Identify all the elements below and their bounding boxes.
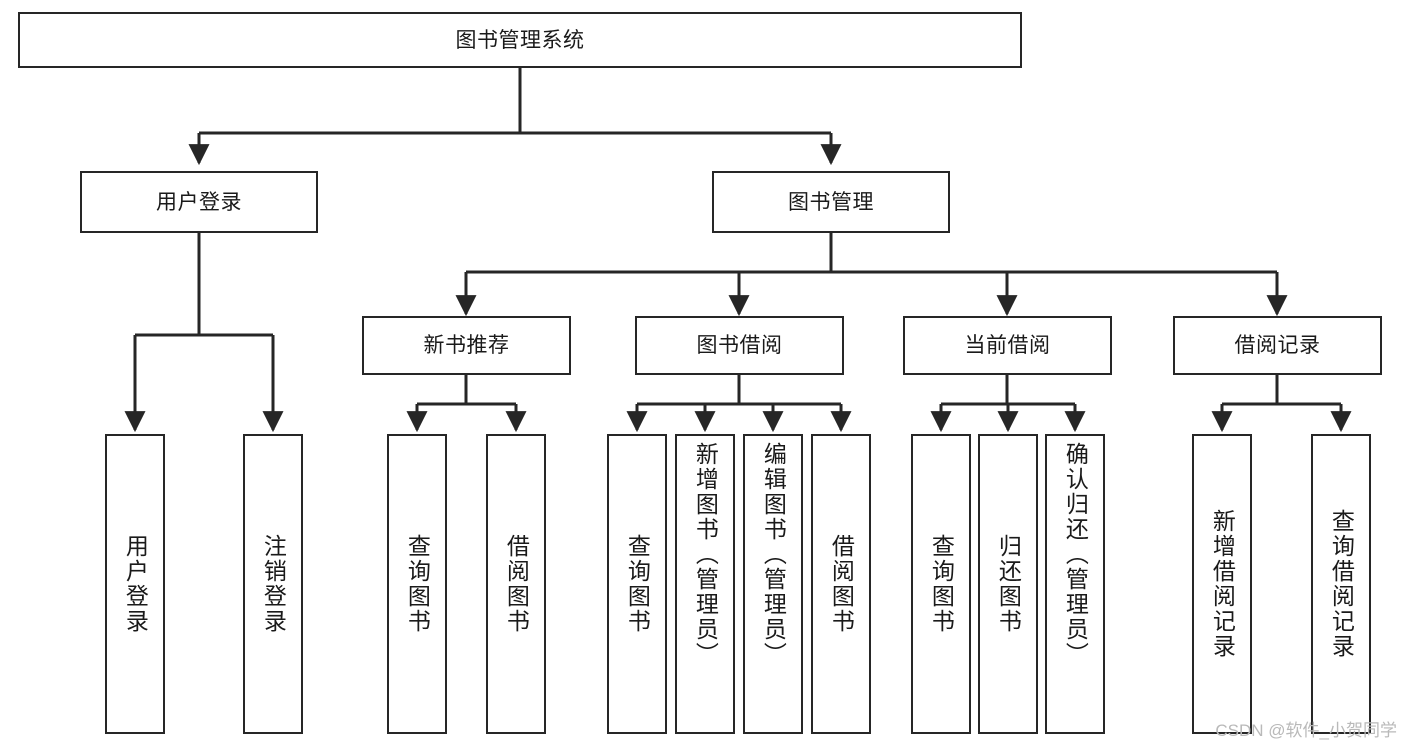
leaf-record-add-record[interactable]: 新增借阅记录 xyxy=(1192,434,1252,734)
leaf-record-query-record[interactable]: 查询借阅记录 xyxy=(1311,434,1371,734)
node-root-system-label: 图书管理系统 xyxy=(455,28,585,52)
leaf-borrow-edit-book[interactable]: 编辑图书（管理员） xyxy=(743,434,803,734)
node-book-management-label: 图书管理 xyxy=(788,190,874,214)
leaf-borrow-add-book-label: 新增图书（管理员） xyxy=(692,442,719,667)
leaf-current-return-book[interactable]: 归还图书 xyxy=(978,434,1038,734)
leaf-borrow-query-book-label: 查询图书 xyxy=(624,534,651,634)
leaf-current-query-book-label: 查询图书 xyxy=(928,534,955,634)
node-current-borrow[interactable]: 当前借阅 xyxy=(903,316,1112,375)
leaf-current-confirm-return[interactable]: 确认归还（管理员） xyxy=(1045,434,1105,734)
node-book-borrow-label: 图书借阅 xyxy=(696,334,783,357)
leaf-record-query-record-label: 查询借阅记录 xyxy=(1328,509,1355,659)
node-user-login-label: 用户登录 xyxy=(156,190,242,214)
leaf-user-login-logout[interactable]: 注销登录 xyxy=(243,434,303,734)
csdn-watermark: CSDN @软件_小贺同学 xyxy=(1215,721,1397,740)
leaf-current-confirm-return-label: 确认归还（管理员） xyxy=(1062,442,1089,667)
leaf-current-return-book-label: 归还图书 xyxy=(995,534,1022,634)
node-borrow-record[interactable]: 借阅记录 xyxy=(1173,316,1382,375)
leaf-recommend-query-book-label: 查询图书 xyxy=(404,534,431,634)
leaf-user-login-logout-label: 注销登录 xyxy=(260,534,287,634)
leaf-borrow-add-book[interactable]: 新增图书（管理员） xyxy=(675,434,735,734)
leaf-recommend-query-book[interactable]: 查询图书 xyxy=(387,434,447,734)
leaf-recommend-borrow-book-label: 借阅图书 xyxy=(503,534,530,634)
node-book-borrow[interactable]: 图书借阅 xyxy=(635,316,844,375)
node-borrow-record-label: 借阅记录 xyxy=(1234,334,1321,357)
leaf-borrow-query-book[interactable]: 查询图书 xyxy=(607,434,667,734)
node-book-management[interactable]: 图书管理 xyxy=(712,171,950,233)
node-root-system[interactable]: 图书管理系统 xyxy=(18,12,1022,68)
node-user-login[interactable]: 用户登录 xyxy=(80,171,318,233)
node-current-borrow-label: 当前借阅 xyxy=(964,334,1051,357)
leaf-borrow-edit-book-label: 编辑图书（管理员） xyxy=(760,442,787,667)
leaf-recommend-borrow-book[interactable]: 借阅图书 xyxy=(486,434,546,734)
node-new-book-recommend-label: 新书推荐 xyxy=(423,334,510,357)
leaf-user-login-login[interactable]: 用户登录 xyxy=(105,434,165,734)
leaf-user-login-login-label: 用户登录 xyxy=(122,534,149,634)
leaf-current-query-book[interactable]: 查询图书 xyxy=(911,434,971,734)
node-new-book-recommend[interactable]: 新书推荐 xyxy=(362,316,571,375)
leaf-record-add-record-label: 新增借阅记录 xyxy=(1209,509,1236,659)
leaf-borrow-borrow-book[interactable]: 借阅图书 xyxy=(811,434,871,734)
leaf-borrow-borrow-book-label: 借阅图书 xyxy=(828,534,855,634)
